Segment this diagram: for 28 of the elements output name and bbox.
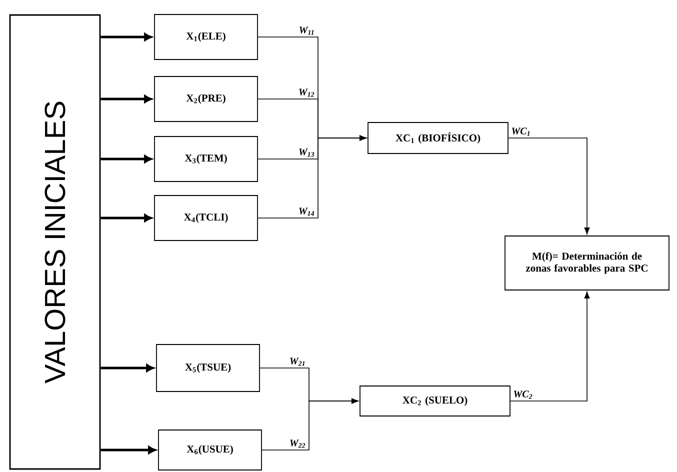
arrow xyxy=(100,364,154,372)
process-box: X$_{5}$(TSUE) xyxy=(156,344,260,392)
arrow xyxy=(510,292,590,402)
edge-label: W$_{11}$ xyxy=(298,26,316,36)
input-box: VALORES INICIALES xyxy=(9,14,101,470)
arrow xyxy=(262,398,358,450)
arrow xyxy=(100,33,152,41)
process-box: XC$_{2}$ (SUELO) xyxy=(360,386,510,416)
edge-label: WC$_{1}$ xyxy=(510,126,532,137)
process-box: X$_{4}$(TCLI) xyxy=(154,195,258,241)
process-box: X$_{3}$(TEM) xyxy=(154,136,258,182)
process-box: X$_{2}$(PRE) xyxy=(154,76,258,122)
edge-label: W$_{21}$ xyxy=(288,356,307,367)
process-box: X$_{6}$(USUE) xyxy=(158,430,262,470)
edge-label: W$_{14}$ xyxy=(297,206,316,217)
edge-label: W$_{12}$ xyxy=(297,88,316,98)
arrow xyxy=(100,155,152,163)
edge-label: W$_{22}$ xyxy=(288,438,307,449)
arrow xyxy=(508,138,590,234)
process-box: XC$_{1}$ (BIOFÍSICO) xyxy=(368,122,508,154)
arrow xyxy=(100,446,156,454)
arrow xyxy=(100,95,152,103)
process-box: X$_{1}$(ELE) xyxy=(154,14,258,60)
edge-label: W$_{13}$ xyxy=(297,148,316,158)
arrow xyxy=(100,214,152,222)
result-box: M(f)= Determinación de zonas favorables para SPC xyxy=(504,236,670,290)
arrow xyxy=(258,135,366,218)
edge-label: WC$_{2}$ xyxy=(512,390,534,400)
